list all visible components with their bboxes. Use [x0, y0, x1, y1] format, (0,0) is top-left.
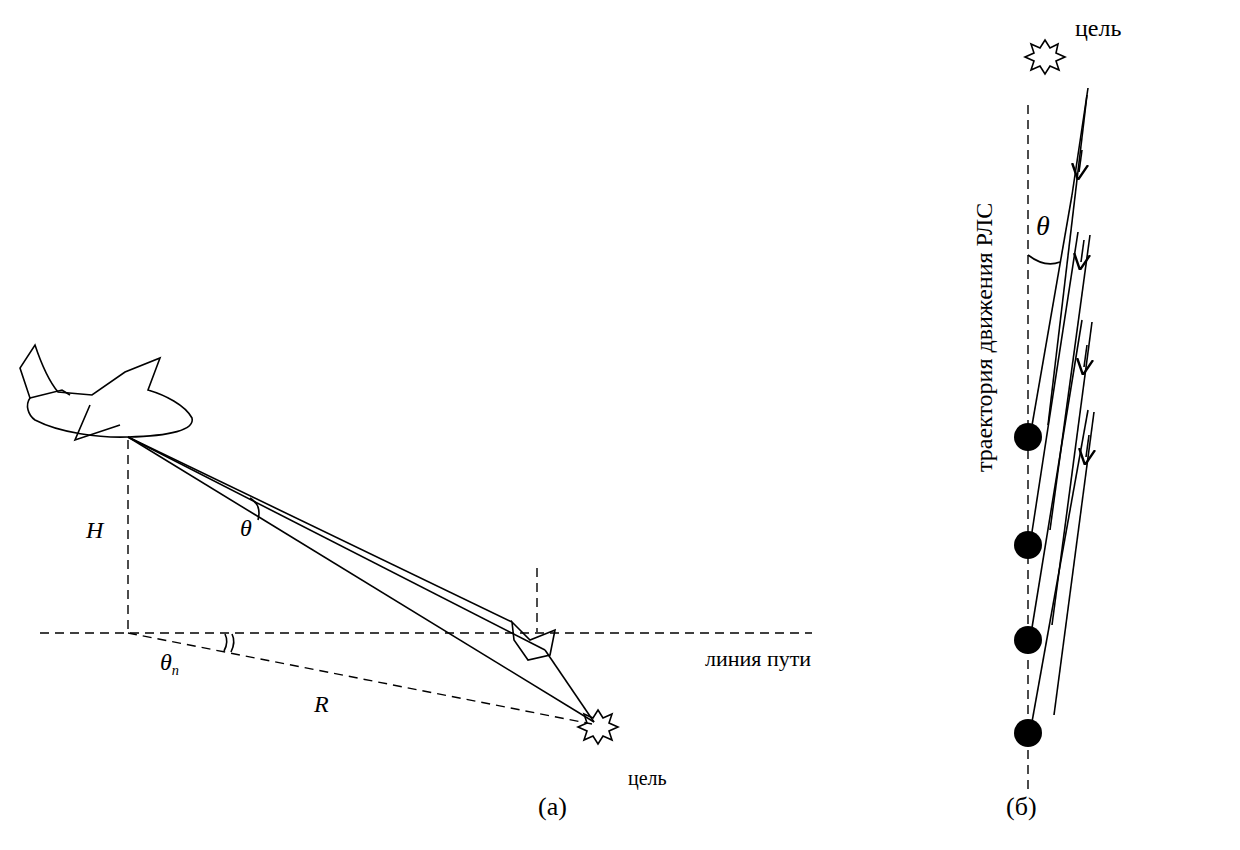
airplane — [20, 345, 192, 437]
track-line — [40, 632, 812, 633]
height-line — [127, 440, 128, 633]
subscript: п — [172, 662, 179, 678]
panel-label: (а) — [538, 794, 567, 820]
arrowhead — [1081, 240, 1084, 262]
radar-position — [1014, 626, 1042, 654]
height-label: H — [86, 518, 103, 542]
angle-arc — [224, 634, 227, 651]
arrowhead — [1086, 435, 1089, 457]
track-label: траектория движения РЛС — [972, 203, 996, 472]
airplane-tail — [30, 390, 70, 398]
angle-label: θ — [1036, 212, 1050, 240]
beam-line — [545, 650, 594, 722]
arrowhead — [1079, 150, 1082, 172]
arrowhead — [1084, 345, 1087, 367]
target-symbol — [1025, 40, 1065, 74]
radar-position — [1014, 423, 1042, 451]
radar-position — [1014, 719, 1042, 747]
range-label: R — [314, 692, 329, 716]
panel-label: (б) — [1006, 794, 1037, 820]
angle-label: θ — [240, 516, 252, 540]
target-symbol — [578, 710, 618, 744]
angle-arc — [231, 634, 234, 652]
radar-position — [1014, 531, 1042, 559]
ray-line — [1054, 412, 1094, 715]
vertical-mark — [536, 568, 537, 632]
target-label: цель — [628, 768, 667, 788]
sight-line — [128, 437, 594, 722]
track-label: линия пути — [705, 648, 811, 670]
beam-line — [128, 437, 545, 650]
airplane-wing — [75, 405, 120, 440]
beam-line — [128, 437, 512, 622]
angle-arc — [1028, 255, 1060, 264]
target-label: цель — [1075, 16, 1121, 40]
angle-label: θп — [160, 650, 179, 677]
ray-line — [1048, 95, 1087, 425]
